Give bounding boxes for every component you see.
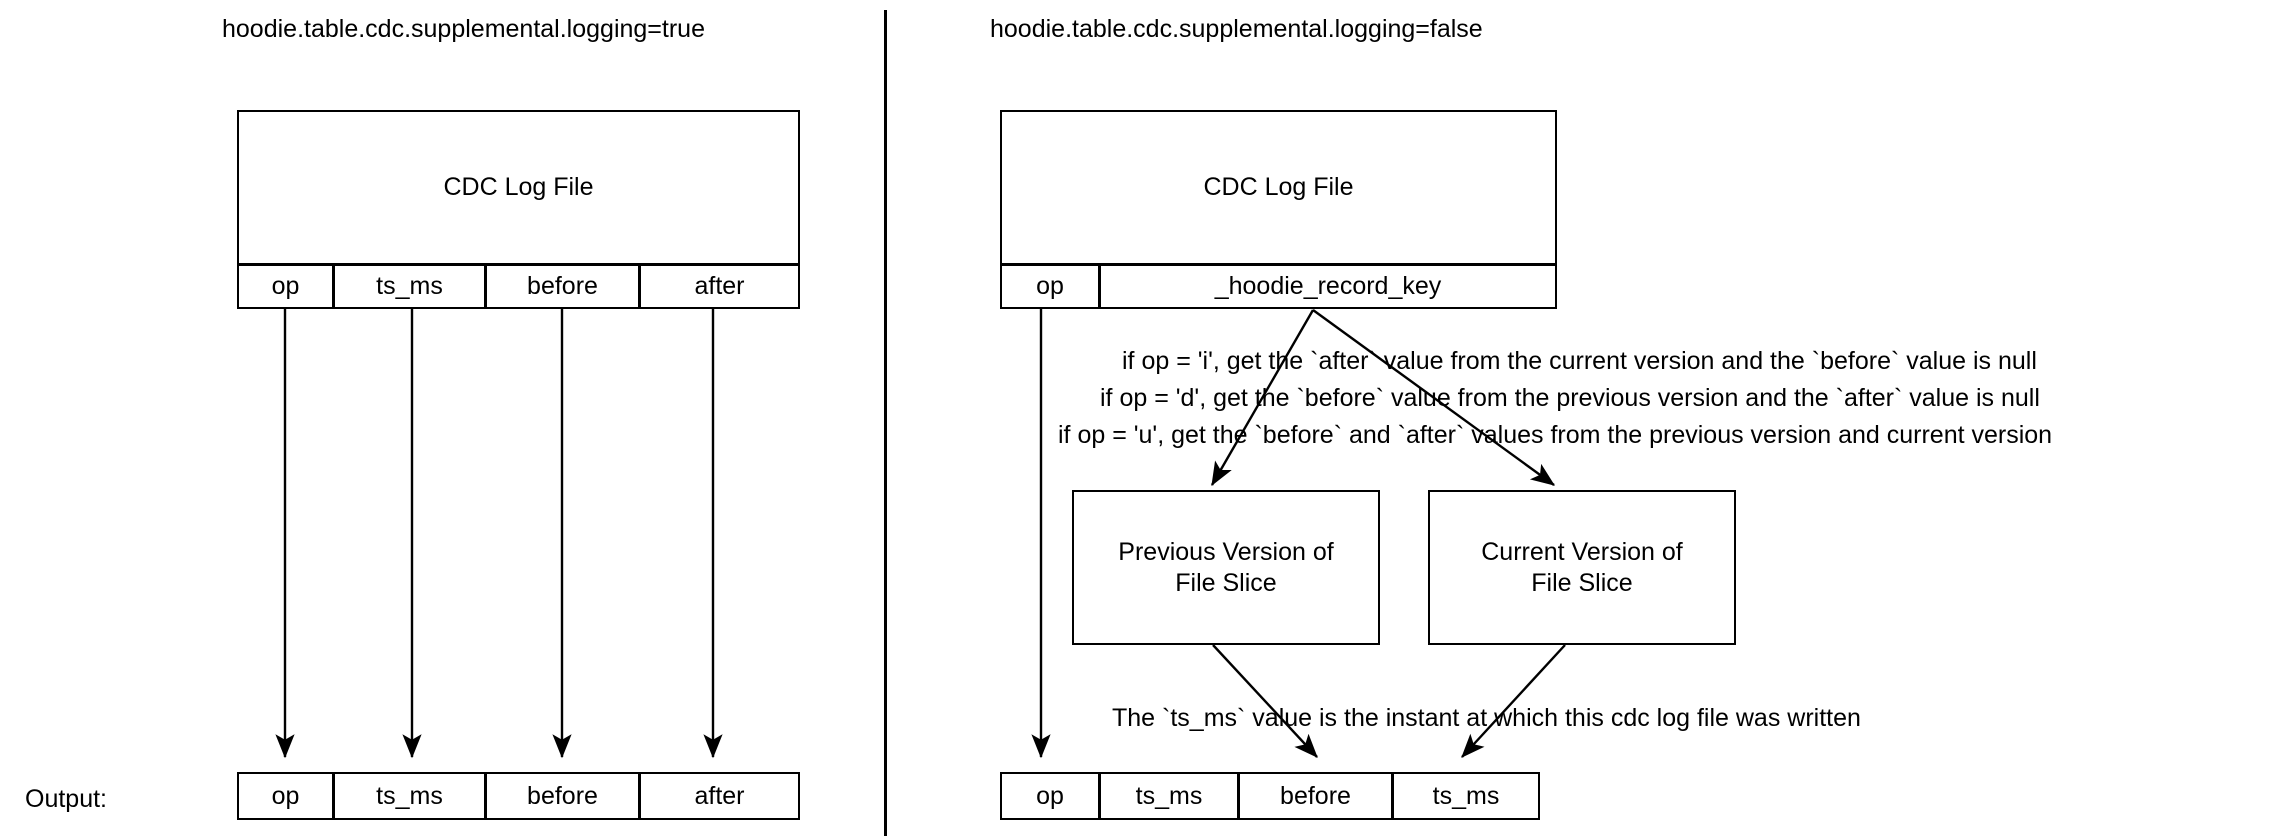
rule-op-insert: if op = 'i', get the `after` value from … bbox=[1122, 347, 2037, 375]
panel-divider bbox=[884, 10, 887, 836]
left-output-cell-ts-ms: ts_ms bbox=[333, 772, 486, 820]
right-output-cell-op: op bbox=[1000, 772, 1100, 820]
left-column-after: after bbox=[639, 264, 800, 309]
left-column-arrows bbox=[275, 308, 723, 759]
left-output-cell-before: before bbox=[485, 772, 640, 820]
left-panel-title: hoodie.table.cdc.supplemental.logging=tr… bbox=[222, 15, 705, 43]
left-column-before: before bbox=[485, 264, 640, 309]
previous-version-line-2: File Slice bbox=[1175, 568, 1277, 597]
current-version-file-slice-box: Current Version of File Slice bbox=[1428, 490, 1736, 645]
current-version-line-2: File Slice bbox=[1531, 568, 1633, 597]
right-cdc-log-file-box: CDC Log File bbox=[1000, 110, 1557, 265]
right-column-op: op bbox=[1000, 264, 1100, 309]
left-output-cell-after: after bbox=[639, 772, 800, 820]
right-column-hoodie-record-key: _hoodie_record_key bbox=[1099, 264, 1557, 309]
right-output-cell-before: before bbox=[1238, 772, 1393, 820]
left-output-label: Output: bbox=[25, 785, 107, 813]
rule-op-update: if op = 'u', get the `before` and `after… bbox=[1058, 421, 2053, 449]
previous-version-line-1: Previous Version of bbox=[1118, 537, 1334, 566]
right-panel-title: hoodie.table.cdc.supplemental.logging=fa… bbox=[990, 15, 1483, 43]
left-output-cell-op: op bbox=[237, 772, 334, 820]
left-column-ts-ms: ts_ms bbox=[333, 264, 486, 309]
previous-version-file-slice-box: Previous Version of File Slice bbox=[1072, 490, 1380, 645]
left-cdc-log-file-box: CDC Log File bbox=[237, 110, 800, 265]
right-output-cell-ts-ms-2: ts_ms bbox=[1392, 772, 1540, 820]
right-output-cell-ts-ms: ts_ms bbox=[1099, 772, 1239, 820]
rule-op-delete: if op = 'd', get the `before` value from… bbox=[1100, 384, 2040, 412]
slice-to-output-arrows bbox=[1212, 644, 1566, 758]
current-version-line-1: Current Version of bbox=[1481, 537, 1683, 566]
ts-ms-note: The `ts_ms` value is the instant at whic… bbox=[1112, 704, 1861, 732]
record-key-fanout-arrows bbox=[1210, 309, 1555, 487]
left-column-op: op bbox=[237, 264, 334, 309]
